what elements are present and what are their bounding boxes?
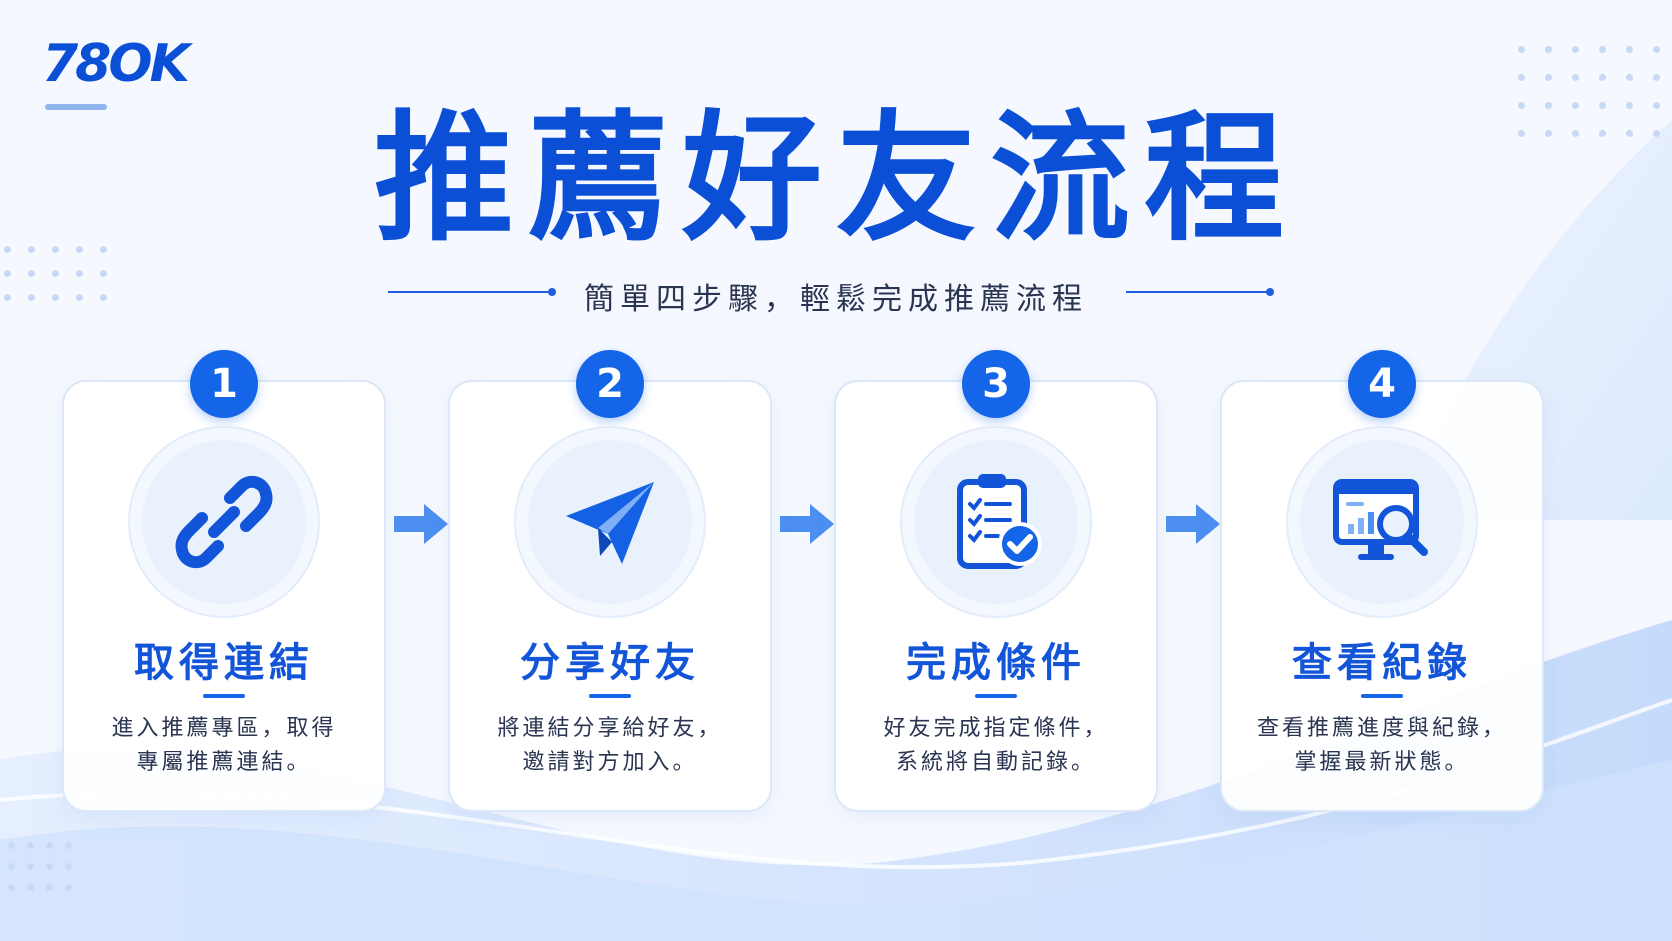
title-underline [203, 694, 245, 698]
page-title: 推薦好友流程 [373, 98, 1298, 261]
title-underline [1361, 694, 1403, 698]
logo-underline [45, 104, 107, 110]
step-description: 好友完成指定條件， 系統將自動記錄。 [883, 716, 1109, 775]
icon-circle [1286, 426, 1478, 618]
step-number-badge: 1 [190, 350, 258, 418]
step-description: 將連結分享給好友， 邀請對方加入。 [497, 716, 723, 775]
subtitle-line-left [388, 288, 556, 296]
step-description: 查看推薦進度與紀錄， 掌握最新狀態。 [1256, 716, 1507, 775]
step-card-1: 1 取得連結 進入推薦專區，取得 專屬推薦連結。 [62, 350, 386, 812]
icon-circle [128, 426, 320, 618]
step-number-badge: 3 [962, 350, 1030, 418]
subtitle-row: 簡單四步驟，輕鬆完成推薦流程 [0, 272, 1672, 317]
page-subtitle: 簡單四步驟，輕鬆完成推薦流程 [584, 282, 1088, 317]
dot-grid-left [4, 246, 107, 301]
step-card-4: 4 查看紀錄 查看推薦進度與紀錄， 掌握最新狀態。 [1220, 350, 1544, 812]
icon-circle [514, 426, 706, 618]
step-number-badge: 4 [1348, 350, 1416, 418]
link-icon [175, 475, 273, 569]
monitor-search-icon [1333, 479, 1428, 560]
paper-plane-icon [566, 482, 654, 564]
step-title: 查看紀錄 [1292, 640, 1472, 686]
step-description: 進入推薦專區，取得 專屬推薦連結。 [111, 716, 337, 775]
step-title: 取得連結 [134, 640, 314, 686]
step-card-2: 2 分享好友 將連結分享給好友， 邀請對方加入。 [448, 350, 772, 812]
dot-grid-top-right [1518, 46, 1660, 137]
icon-circle [900, 426, 1092, 618]
step-number-badge: 2 [576, 350, 644, 418]
brand-logo: 78OK [42, 34, 190, 94]
clipboard-check-icon [957, 474, 1042, 569]
step-card-3: 3 完成條件 好友完成指定條件， 系統將自動記錄。 [834, 350, 1158, 812]
arrow-right-icon [780, 504, 834, 544]
dot-grid-bottom-left [8, 842, 72, 891]
arrow-right-icon [1166, 504, 1220, 544]
step-title: 分享好友 [520, 640, 700, 686]
title-underline [975, 694, 1017, 698]
subtitle-line-right [1126, 288, 1274, 296]
arrow-right-icon [394, 504, 448, 544]
step-title: 完成條件 [906, 640, 1086, 686]
title-underline [589, 694, 631, 698]
